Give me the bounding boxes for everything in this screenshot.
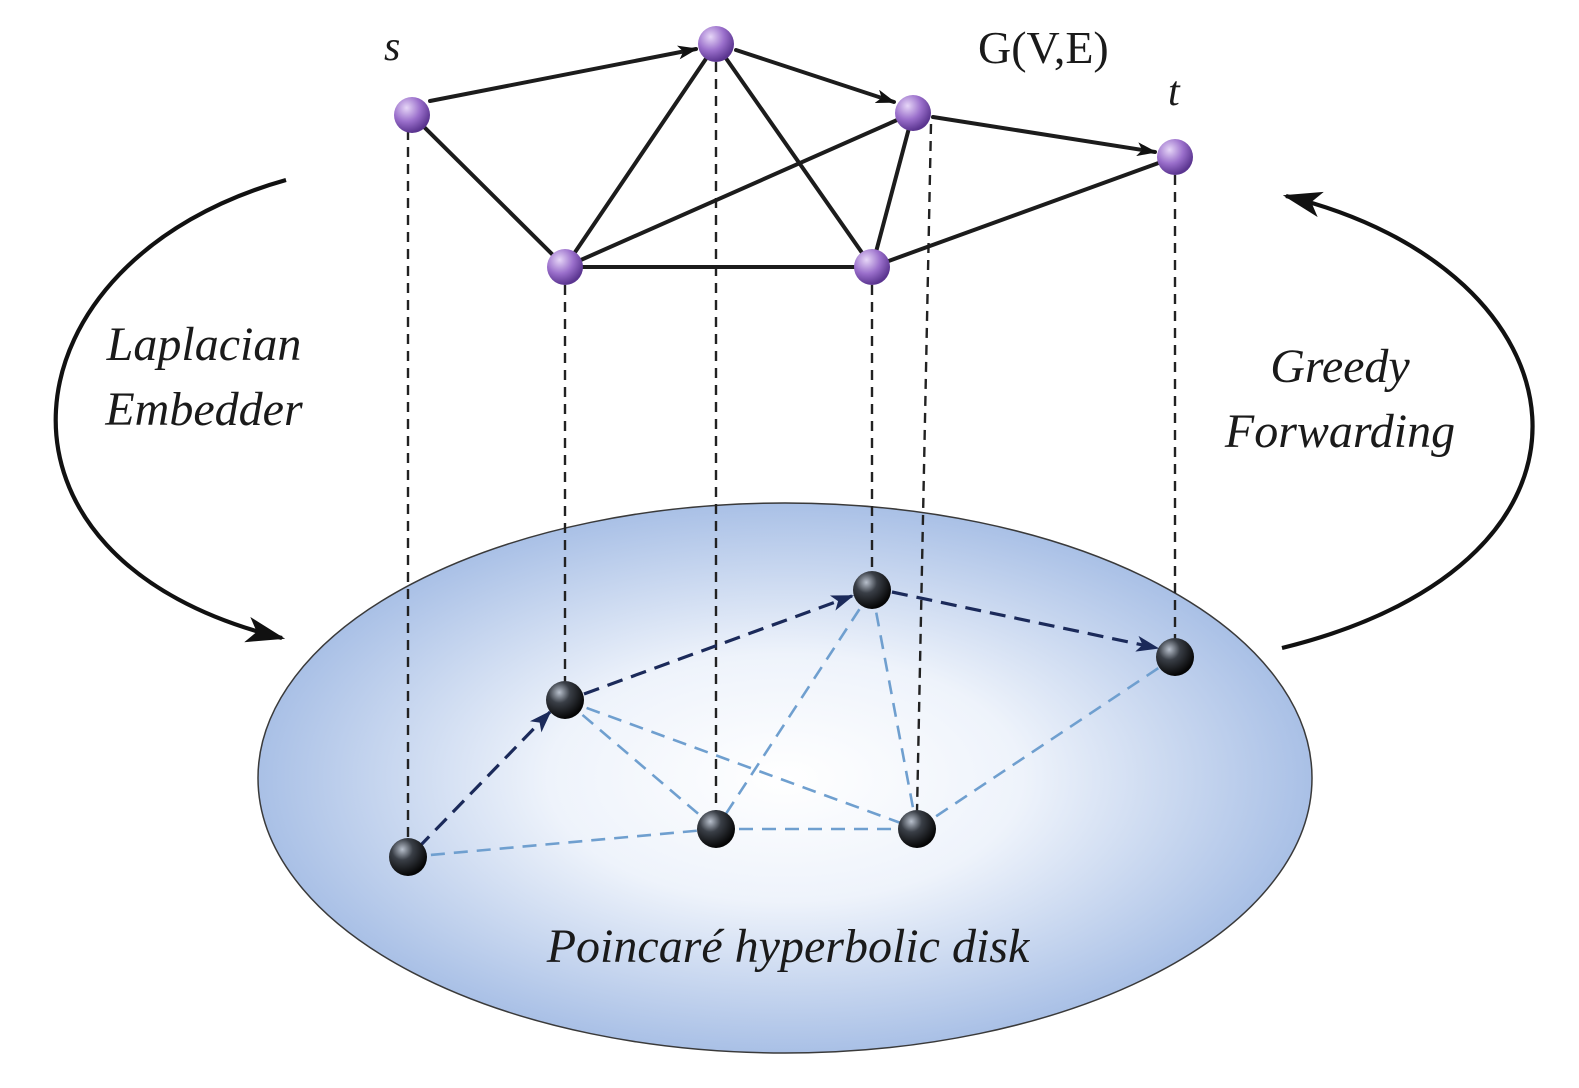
disk-node-t bbox=[1156, 638, 1194, 676]
greedy-path-edge bbox=[583, 594, 855, 696]
graph-directed-edge bbox=[734, 48, 896, 104]
graph-node-s bbox=[394, 97, 430, 133]
graph-directed-edge bbox=[931, 115, 1157, 157]
disk-edges bbox=[407, 589, 1176, 859]
disk-label: Poincaré hyperbolic disk bbox=[546, 920, 1031, 973]
graph-title: G(V,E) bbox=[978, 22, 1109, 73]
disk-node-b bbox=[898, 810, 936, 848]
graph-edge bbox=[714, 42, 874, 269]
projection-lines bbox=[406, 62, 1177, 842]
disk-edge bbox=[564, 699, 717, 830]
greedy-path-edge bbox=[891, 590, 1160, 652]
source-label: s bbox=[384, 24, 400, 70]
graph-directed-edge bbox=[428, 45, 698, 103]
left-process-label-line1: Laplacian bbox=[106, 318, 302, 371]
graph-edge bbox=[410, 113, 567, 269]
graph-edge bbox=[563, 111, 915, 269]
disk-node-d bbox=[853, 571, 891, 609]
projection-line-b bbox=[915, 123, 933, 813]
graph-edges bbox=[410, 42, 1177, 269]
graph-nodes bbox=[394, 26, 1193, 285]
laplacian-embedder-arrow bbox=[53, 177, 287, 643]
disk-nodes bbox=[389, 571, 1194, 876]
graph-node-t bbox=[1157, 139, 1193, 175]
graph-directed-path bbox=[428, 45, 1157, 157]
poincare-disk bbox=[257, 502, 1313, 1054]
disk-edge bbox=[407, 827, 717, 859]
right-process-label-line2: Forwarding bbox=[1224, 405, 1455, 458]
target-label: t bbox=[1168, 69, 1181, 115]
right-process-label-line1: Greedy bbox=[1270, 340, 1410, 393]
disk-edge bbox=[714, 589, 874, 830]
graph-node-c bbox=[547, 249, 583, 285]
disk-node-s bbox=[389, 838, 427, 876]
graph-node-b bbox=[895, 95, 931, 131]
disk-edge bbox=[564, 698, 918, 831]
disk-edge bbox=[870, 589, 919, 830]
graph-node-a bbox=[698, 26, 734, 62]
left-process-label-line2: Embedder bbox=[104, 383, 303, 436]
greedy-path-edge bbox=[416, 710, 552, 850]
graph-edge bbox=[870, 155, 1177, 269]
greedy-forwarding-arrow bbox=[1281, 191, 1535, 651]
graph-node-d bbox=[854, 249, 890, 285]
disk-node-c bbox=[546, 681, 584, 719]
graph-edge bbox=[870, 111, 915, 269]
graph-edge bbox=[563, 42, 718, 269]
disk-edge bbox=[916, 655, 1176, 831]
greedy-path bbox=[416, 590, 1160, 850]
disk-node-a bbox=[697, 810, 735, 848]
